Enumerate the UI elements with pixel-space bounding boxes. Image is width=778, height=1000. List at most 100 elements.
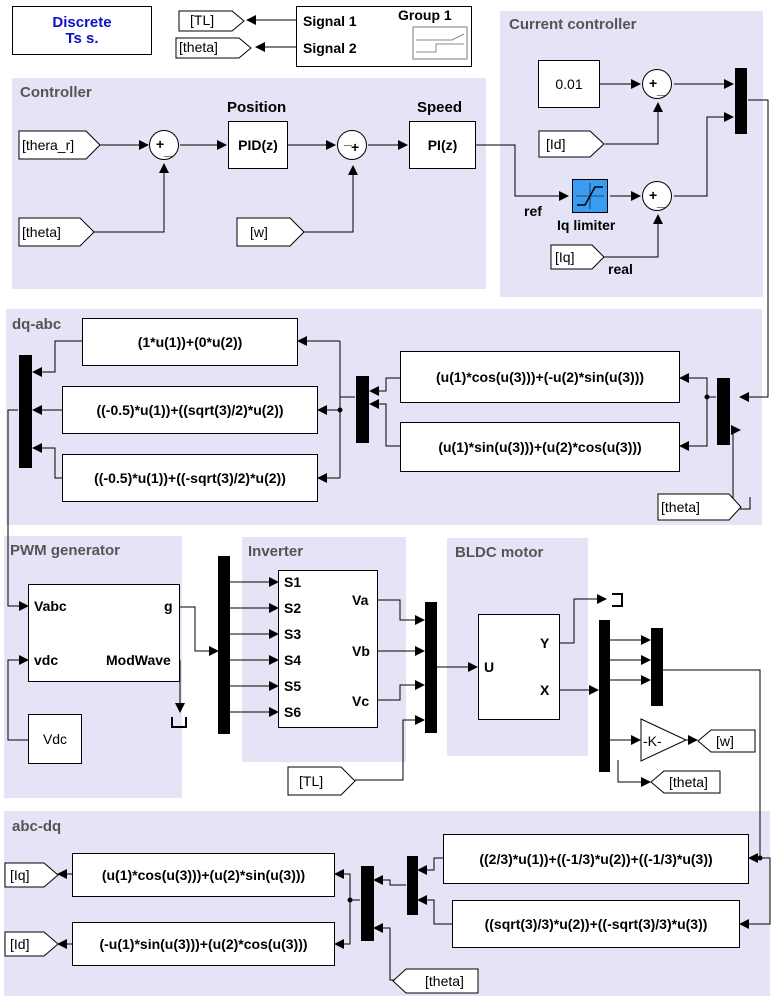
from-tag-theta-abcdq-label: [theta] [425,973,464,989]
goto-tag-w[interactable] [697,729,757,753]
pwm-port-g: g [164,598,173,614]
solver-block[interactable]: Discrete Ts s. [12,6,152,55]
from-tag-tl-label: [TL] [190,12,215,28]
pid-block[interactable]: PID(z) [228,121,288,169]
fcn-park-d[interactable]: (-u(1)*sin(u(3)))+(u(2)*cos(u(3))) [72,922,335,966]
inverter-port-s5: S5 [284,678,302,694]
goto-tag-iq-label: [Iq] [10,867,30,883]
saturation-icon [576,183,604,209]
position-label: Position [227,99,287,116]
scope-signal-1: Signal 1 [303,13,357,29]
fcn-phase-c[interactable]: ((-0.5)*u(1))+((-sqrt(3)/2)*u(2)) [62,454,318,502]
from-tag-theta-ctrl-label: [theta] [22,224,61,240]
solver-sample-time: Ts s. [65,29,99,47]
from-tag-theta[interactable] [175,37,257,59]
solver-mode: Discrete [52,13,112,31]
current-controller-title: Current controller [509,16,637,33]
mux-dq-input[interactable] [717,378,730,445]
pwm-port-vdc: vdc [34,652,59,668]
fcn-park-q[interactable]: (u(1)*cos(u(3)))+(u(2)*sin(u(3))) [72,853,335,897]
from-tag-theta-dqabc-label: [theta] [661,499,700,515]
inverter-port-vb: Vb [352,643,370,659]
from-tag-id-ctrl-label: [Id] [546,136,566,152]
fcn-beta[interactable]: (u(1)*sin(u(3)))+(u(2)*cos(u(3))) [400,422,680,472]
scope-group: Group 1 [398,7,452,23]
from-tag-theta-abcdq[interactable] [392,968,480,994]
fcn-clarke-beta[interactable]: ((sqrt(3)/3)*u(2))+((-sqrt(3)/3)*u(3)) [452,900,740,948]
sum-iq-error[interactable]: +_ [642,181,672,211]
inverter-port-vc: Vc [352,693,370,709]
gain-block[interactable] [640,718,688,762]
demux-gates[interactable] [218,556,230,734]
from-tag-iq-ctrl-label: [Iq] [555,249,575,265]
inverter-block[interactable] [278,570,378,728]
mux-dq-abc-output[interactable] [19,355,32,468]
dq-abc-title: dq-abc [12,316,62,333]
vdc-block[interactable]: Vdc [28,714,82,764]
ref-label: ref [524,203,542,219]
mux-park-input[interactable] [361,866,374,941]
speed-label: Speed [417,99,463,116]
goto-tag-theta[interactable] [650,770,722,794]
from-tag-theta-ctrl[interactable] [18,217,96,247]
sum-position-error[interactable]: +_ [149,130,179,160]
motor-port-x: X [540,682,550,698]
scope-signal-2: Signal 2 [303,40,357,56]
fcn-alpha[interactable]: (u(1)*cos(u(3)))+(-u(2)*sin(u(3))) [400,351,680,403]
real-label: real [608,261,633,277]
goto-tag-id[interactable] [4,931,60,957]
pwm-port-vabc: Vabc [34,598,67,614]
from-tag-tl-inverter-label: [TL] [299,773,324,789]
mux-motor-input[interactable] [425,602,437,733]
from-tag-theta-r-label: [thera_r] [22,137,75,153]
abc-dq-title: abc-dq [12,818,62,835]
motor-port-y: Y [540,635,550,651]
fcn-phase-b[interactable]: ((-0.5)*u(1))+((sqrt(3)/2)*u(2)) [62,386,318,434]
goto-tag-w-label: [w] [716,733,734,749]
inverter-port-s2: S2 [284,600,302,616]
terminator-icon [171,717,187,728]
fcn-clarke-alpha[interactable]: ((2/3)*u(1))+((-1/3)*u(2))+((-1/3)*u(3)) [443,834,749,884]
mux-abc-currents[interactable] [651,628,663,706]
iq-limiter-label: Iq limiter [557,217,616,233]
constant-block[interactable]: 0.01 [538,60,600,108]
from-tag-theta-dqabc[interactable] [657,493,743,521]
pwm-block[interactable] [28,584,180,682]
pwm-port-modwave: ModWave [106,652,171,668]
inverter-port-s3: S3 [284,626,302,642]
mux-current[interactable] [735,68,747,134]
mux-alpha-beta-abcdq[interactable] [407,856,418,915]
fcn-phase-a[interactable]: (1*u(1))+(0*u(2)) [82,318,298,366]
from-tag-iq-ctrl[interactable] [550,244,606,270]
inverter-port-s1: S1 [284,574,302,590]
demux-motor-states[interactable] [599,620,610,772]
controller-title: Controller [20,84,92,101]
goto-tag-iq[interactable] [4,862,60,888]
from-tag-theta-label: [theta] [179,39,218,55]
goto-tag-theta-label: [theta] [669,774,708,790]
bldc-motor-block[interactable] [478,614,560,720]
inverter-port-s4: S4 [284,652,302,668]
inverter-port-s6: S6 [284,704,302,720]
gain-value: -K- [643,733,662,749]
terminator-y-icon [612,593,623,607]
from-tag-tl[interactable] [178,10,248,32]
from-tag-w-ctrl-label: [w] [250,224,268,240]
bldc-motor-title: BLDC motor [455,544,544,561]
sum-speed-error[interactable]: _+ [337,130,367,160]
controller-subsystem [12,78,486,289]
pi-block[interactable]: PI(z) [409,121,476,169]
from-tag-tl-inverter[interactable] [287,766,357,796]
motor-port-u: U [484,659,495,675]
inverter-title: Inverter [248,543,304,560]
scope-preview-icon [412,26,468,60]
from-tag-theta-r[interactable] [18,130,102,160]
sum-id-error[interactable]: +_ [642,69,672,99]
from-tag-id-ctrl[interactable] [538,130,606,158]
inverter-port-va: Va [352,592,369,608]
goto-tag-id-label: [Id] [10,936,30,952]
from-tag-w-ctrl[interactable] [236,217,306,247]
mux-alpha-beta[interactable] [356,376,369,443]
pwm-generator-title: PWM generator [10,542,121,559]
